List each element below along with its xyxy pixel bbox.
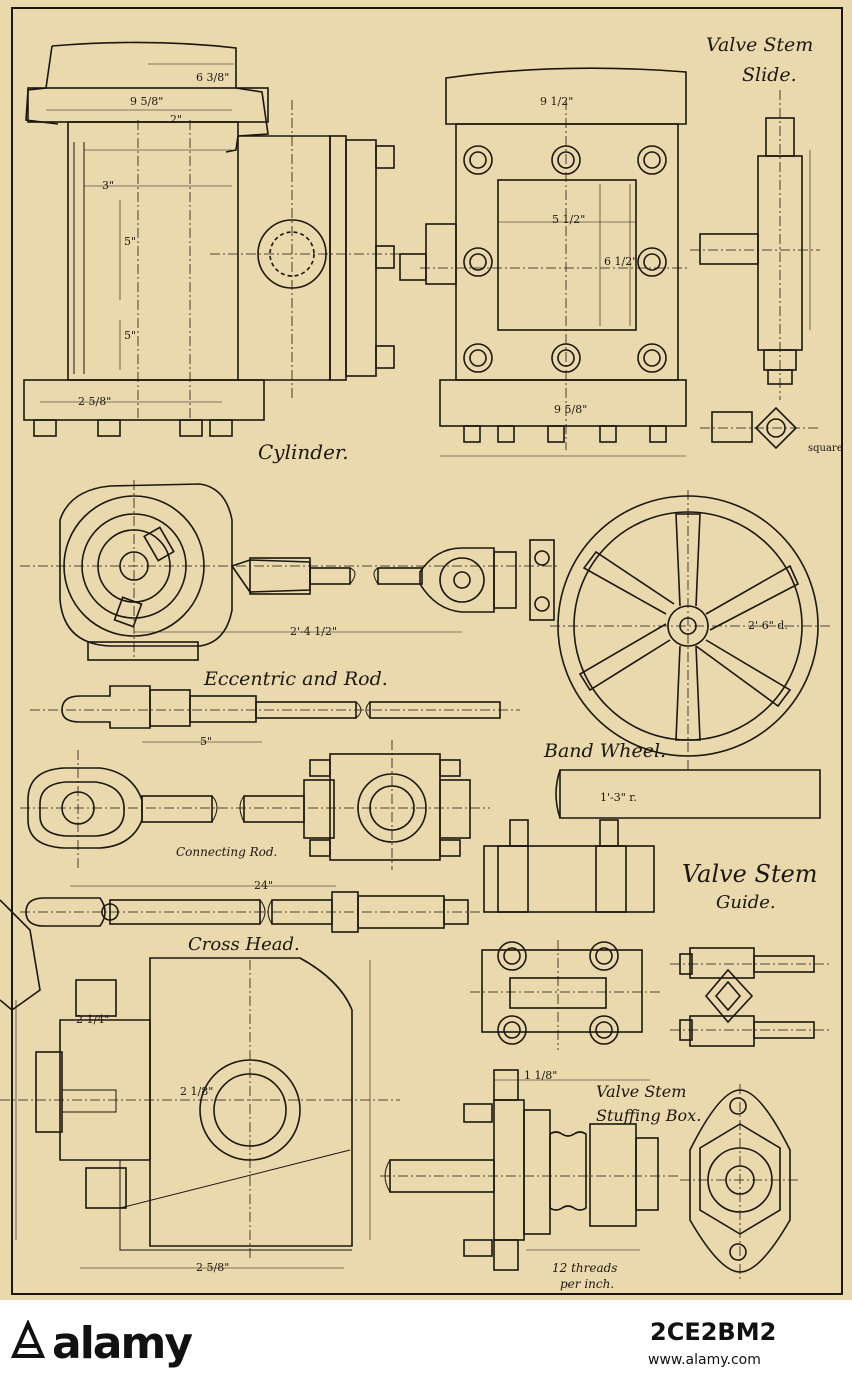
dim-eccentric-rod-5: 5" bbox=[200, 735, 213, 748]
dim-eccentric-2-4-1-2: 2'-4 1/2" bbox=[290, 625, 337, 638]
dim-endview-5-1-2: 5 1/2" bbox=[552, 213, 586, 226]
valve-stem-guide-title-line1: Valve Stem bbox=[682, 860, 818, 888]
dim-cylinder-3-in: 3" bbox=[102, 179, 115, 192]
dim-stuffing-1-1-8: 1 1/8" bbox=[524, 1069, 558, 1082]
dim-band-wheel-2-6-d: 2'-6" d. bbox=[748, 619, 788, 632]
watermark-bar bbox=[0, 1300, 852, 1390]
dim-cylinder-9-5-8-top: 9 5/8" bbox=[130, 95, 164, 108]
valve-stem-guide bbox=[470, 819, 830, 1050]
cylinder-side-view bbox=[23, 41, 400, 437]
valve-stem-slide-title-line1: Valve Stem bbox=[706, 34, 814, 56]
eccentric-and-rod bbox=[20, 480, 560, 743]
valve-stem-slide bbox=[690, 90, 820, 450]
cross-head-title: Cross Head. bbox=[188, 934, 300, 955]
connecting-rod bbox=[20, 740, 490, 933]
cross-head bbox=[0, 899, 400, 1269]
threads-note-line1: 12 threads bbox=[552, 1261, 618, 1275]
alamy-logo-text: alamy bbox=[52, 1318, 193, 1369]
dim-cross-head-2-1-8: 2 1/8" bbox=[180, 1085, 214, 1098]
mechanical-drawing bbox=[0, 7, 843, 1295]
square-note: square bbox=[808, 443, 843, 454]
alamy-logo-icon bbox=[10, 1320, 46, 1358]
valve-stem-stuffing-title-line1: Valve Stem bbox=[596, 1082, 687, 1101]
band-wheel bbox=[550, 490, 830, 819]
dim-endview-9-5-8-bottom: 9 5/8" bbox=[554, 403, 588, 416]
dim-cylinder-5-in-upper: 5" bbox=[124, 235, 137, 248]
drawing-sheet: Valve Stem Slide. Cylinder. Eccentric an… bbox=[0, 0, 852, 1300]
connecting-rod-title: Connecting Rod. bbox=[176, 845, 278, 859]
stock-image-id: 2CE2BM2 bbox=[650, 1318, 777, 1346]
dim-cross-head-2-5-8: 2 5/8" bbox=[196, 1261, 230, 1274]
valve-stem-stuffing-box bbox=[380, 1069, 800, 1280]
dim-endview-9-1-2: 9 1/2" bbox=[540, 95, 574, 108]
cylinder-title: Cylinder. bbox=[258, 440, 349, 464]
dim-cylinder-6-3-8: 6 3/8" bbox=[196, 71, 230, 84]
dim-cylinder-2-in: 2" bbox=[170, 113, 183, 126]
dim-cross-head-2-1-4: 2 1/4" bbox=[76, 1013, 110, 1026]
stock-url: www.alamy.com bbox=[648, 1352, 761, 1368]
dim-cylinder-5-in-lower: 5" bbox=[124, 329, 137, 342]
eccentric-and-rod-title: Eccentric and Rod. bbox=[204, 668, 388, 690]
dim-connecting-rod-24: 24" bbox=[254, 879, 274, 892]
valve-stem-guide-title-line2: Guide. bbox=[716, 892, 776, 913]
threads-note-line2: per inch. bbox=[560, 1277, 615, 1291]
dim-endview-6-1-2: 6 1/2" bbox=[604, 255, 638, 268]
dim-band-wheel-1-3-r: 1'-3" r. bbox=[600, 791, 637, 804]
cylinder-end-view bbox=[399, 67, 690, 457]
dim-cylinder-2-5-8: 2 5/8" bbox=[78, 395, 112, 408]
valve-stem-slide-title-line2: Slide. bbox=[742, 64, 797, 86]
band-wheel-title: Band Wheel. bbox=[544, 740, 667, 762]
valve-stem-stuffing-title-line2: Stuffing Box. bbox=[596, 1106, 702, 1125]
